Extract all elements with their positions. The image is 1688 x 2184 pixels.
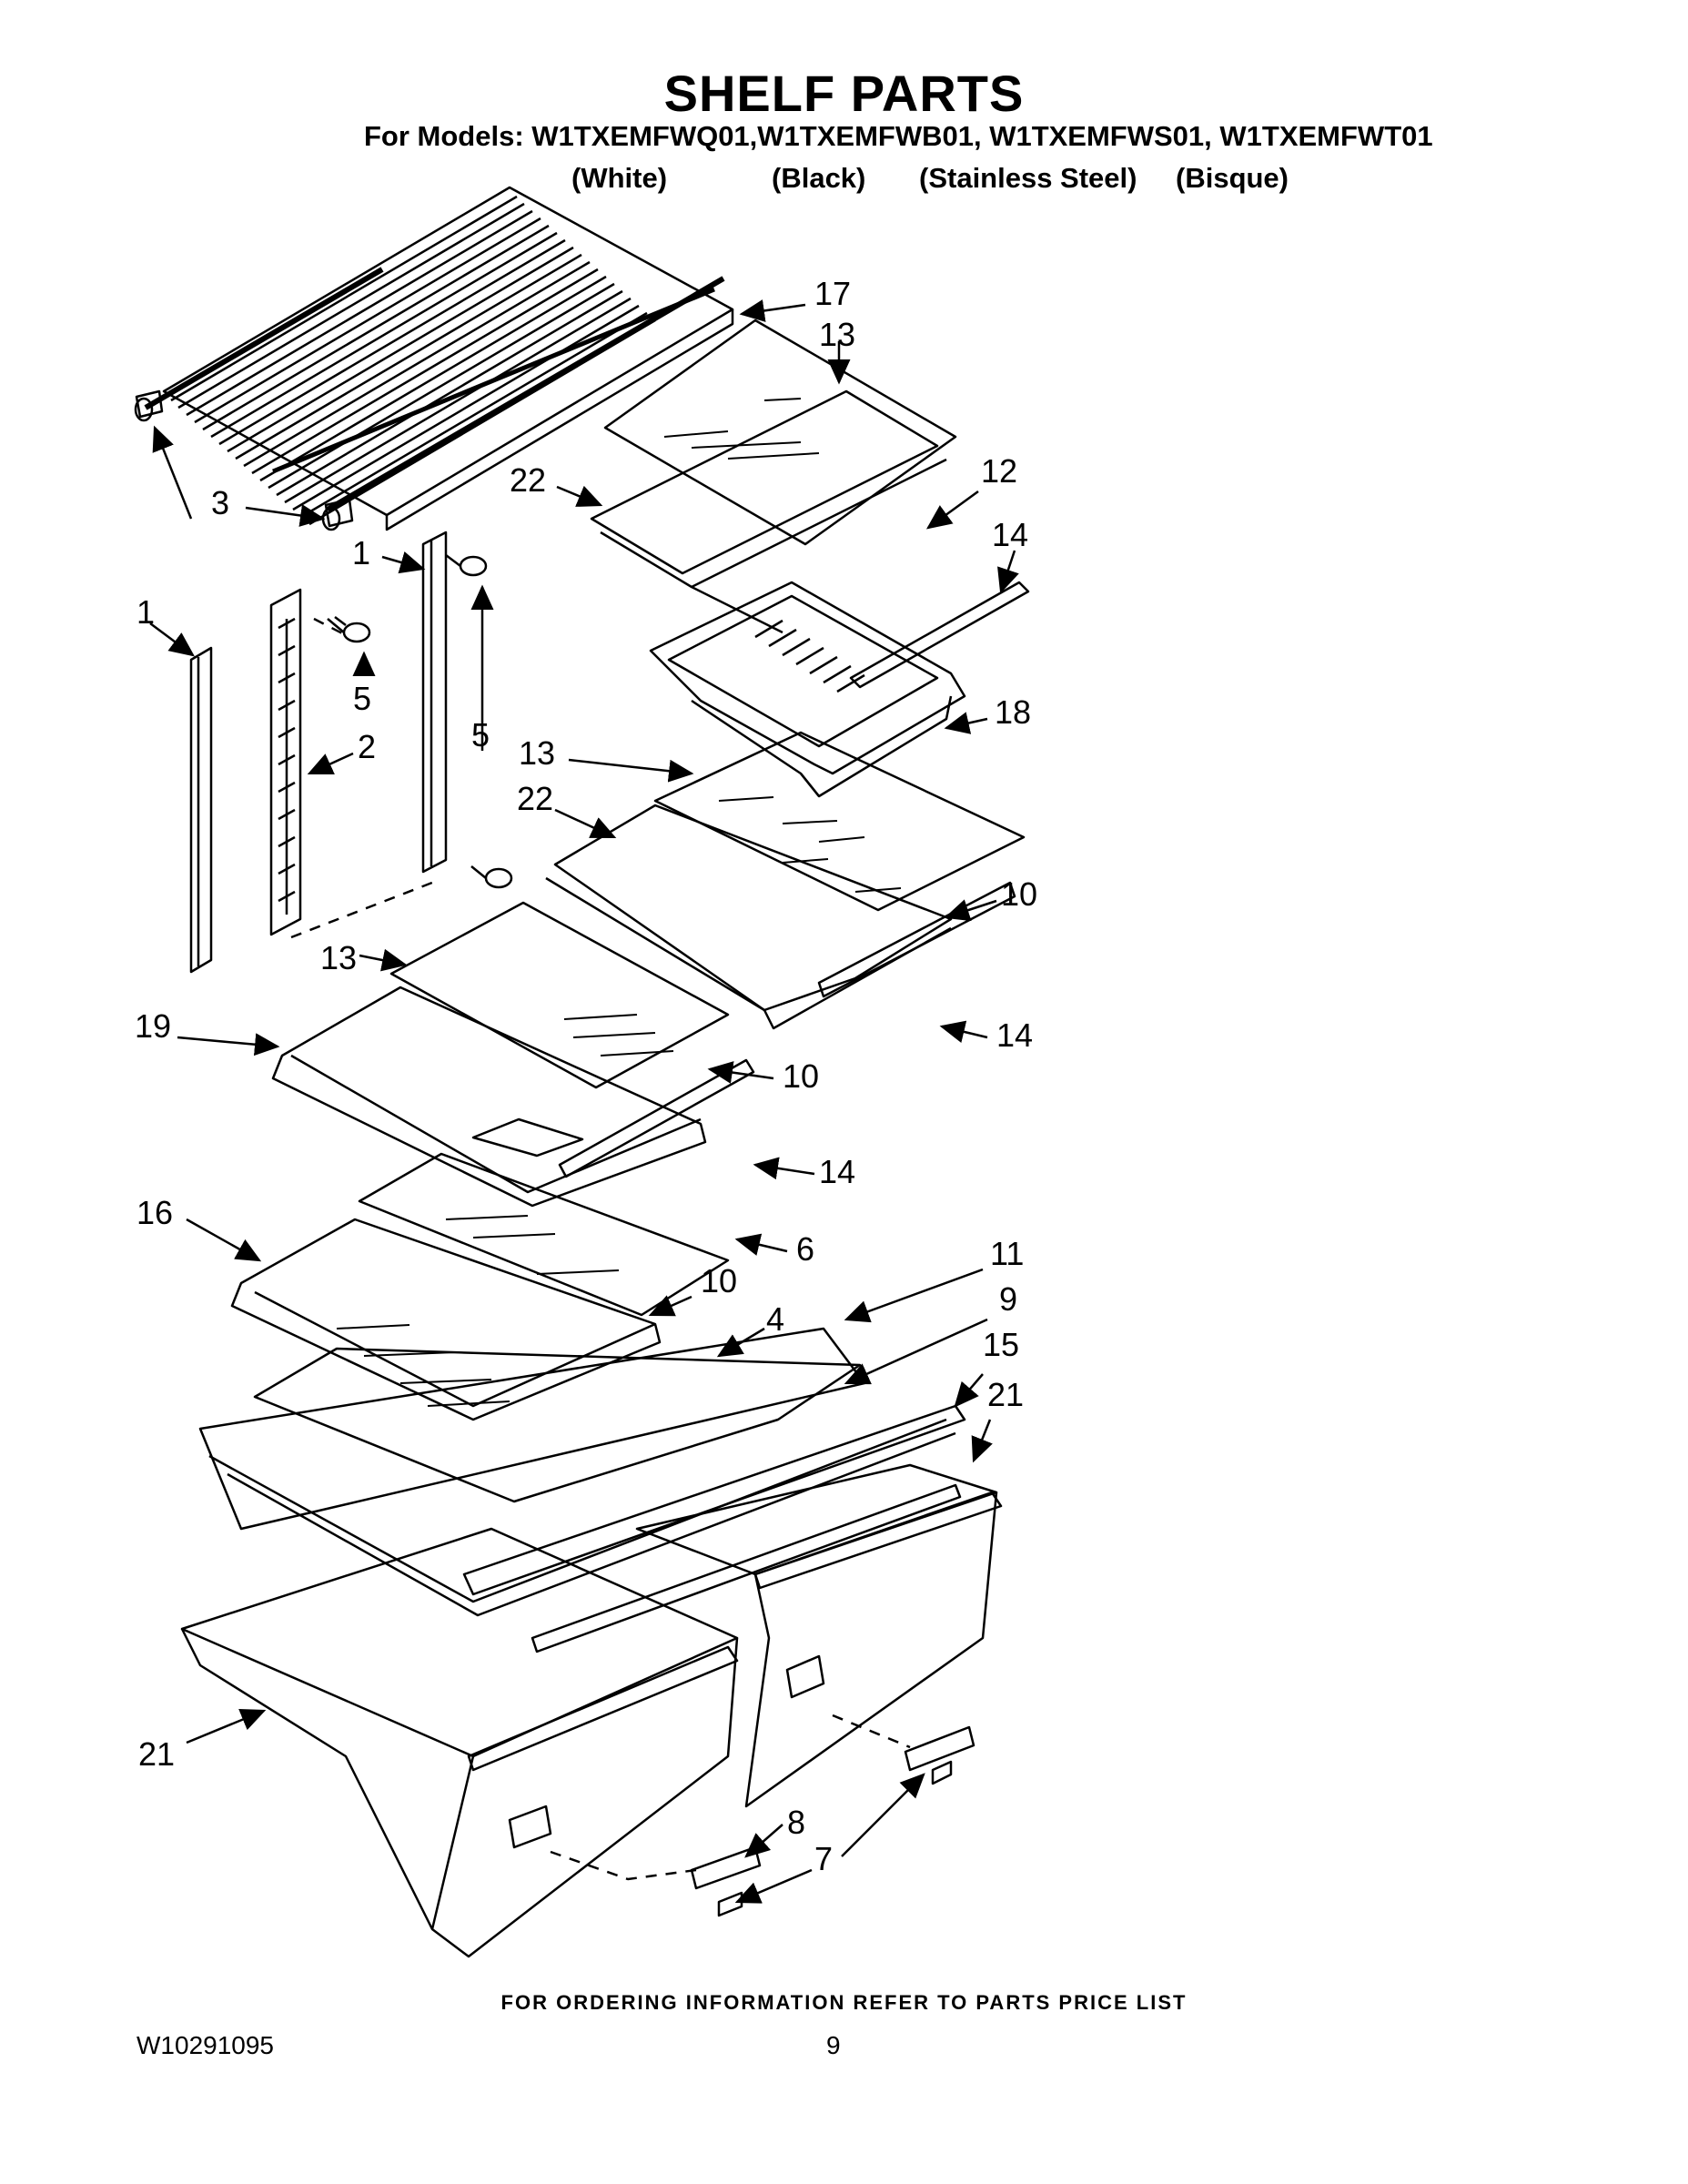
callout-9: 9 xyxy=(999,1280,1017,1318)
shelf-frame-16 xyxy=(230,1218,662,1421)
callout-21-left: 21 xyxy=(138,1735,175,1773)
callout-3: 3 xyxy=(211,484,229,521)
clip-right xyxy=(931,1760,953,1785)
meat-pan xyxy=(649,581,966,798)
wire-shelf xyxy=(144,186,734,531)
screw-lower xyxy=(470,865,513,889)
callout-13-mid: 13 xyxy=(519,734,555,772)
page-title: SHELF PARTS xyxy=(663,65,1025,122)
callout-14-top: 14 xyxy=(992,516,1028,553)
callout-5-right: 5 xyxy=(471,716,490,753)
callout-5-left: 5 xyxy=(353,680,371,717)
callout-1-right: 1 xyxy=(352,534,370,571)
callout-13-lower: 13 xyxy=(320,939,357,976)
callout-10-lower: 10 xyxy=(701,1262,737,1299)
glass-lower xyxy=(389,901,730,1089)
callout-1-left: 1 xyxy=(136,593,155,631)
callout-leaders xyxy=(149,299,1019,1904)
crisper-cover-glass xyxy=(253,1347,862,1503)
glass-middle xyxy=(653,731,1026,912)
callout-19: 19 xyxy=(135,1007,171,1045)
callout-17: 17 xyxy=(814,275,851,312)
callout-11: 11 xyxy=(990,1235,1024,1272)
mid-shelf-frame xyxy=(553,804,953,1012)
ordering-note: FOR ORDERING INFORMATION REFER TO PARTS … xyxy=(500,1991,1188,2014)
callout-4: 4 xyxy=(766,1300,784,1338)
callout-21-right: 21 xyxy=(987,1376,1024,1413)
ladder-rail-left xyxy=(189,646,213,974)
document-number: W10291095 xyxy=(136,2031,275,2059)
callout-22-mid: 22 xyxy=(517,780,553,817)
screw-upper xyxy=(327,616,371,643)
callout-14-lower: 14 xyxy=(819,1153,855,1190)
screw-center xyxy=(445,554,488,577)
color-bisque: (Bisque) xyxy=(1176,162,1289,194)
callout-13-top: 13 xyxy=(819,316,855,353)
screw-leader-dashes xyxy=(290,617,438,939)
callout-8: 8 xyxy=(787,1804,805,1841)
end-cap-left xyxy=(134,389,164,422)
crisper-drawer-right xyxy=(635,1463,1003,1808)
glass-top xyxy=(603,318,957,546)
rail-14-a xyxy=(849,581,1030,689)
shelf-frame-19 xyxy=(271,986,707,1208)
callout-18: 18 xyxy=(995,693,1031,731)
callout-2: 2 xyxy=(358,728,376,765)
callout-15: 15 xyxy=(983,1326,1019,1363)
color-stainless: (Stainless Steel) xyxy=(919,162,1137,194)
callout-labels: 17 13 3 22 12 14 1 1 5 2 5 18 13 22 10 1… xyxy=(135,275,1037,1877)
callout-6: 6 xyxy=(796,1230,814,1268)
ladder-rail-right xyxy=(421,531,448,874)
badge-left xyxy=(690,1845,762,1890)
glass-6 xyxy=(358,1152,730,1317)
divider-15 xyxy=(531,1483,962,1653)
callout-14-mid: 14 xyxy=(996,1016,1033,1054)
page-number: 9 xyxy=(826,2031,841,2059)
callout-12: 12 xyxy=(981,452,1017,490)
glass-insert xyxy=(471,1117,584,1158)
models-line: For Models: W1TXEMFWQ01,W1TXEMFWB01, W1T… xyxy=(364,120,1433,152)
badge-right xyxy=(904,1725,975,1772)
callout-7: 7 xyxy=(814,1840,833,1877)
callout-16: 16 xyxy=(136,1194,173,1231)
color-white: (White) xyxy=(571,162,668,194)
rail-14-c xyxy=(558,1058,755,1178)
clip-left xyxy=(717,1891,743,1917)
color-black: (Black) xyxy=(772,162,866,194)
callout-22-top: 22 xyxy=(510,461,546,499)
top-shelf-frame xyxy=(590,389,939,575)
crisper-drawer-left xyxy=(180,1527,739,1958)
center-rail xyxy=(269,588,302,936)
callout-10-upper: 10 xyxy=(1001,875,1037,913)
callout-10-mid: 10 xyxy=(783,1057,819,1095)
